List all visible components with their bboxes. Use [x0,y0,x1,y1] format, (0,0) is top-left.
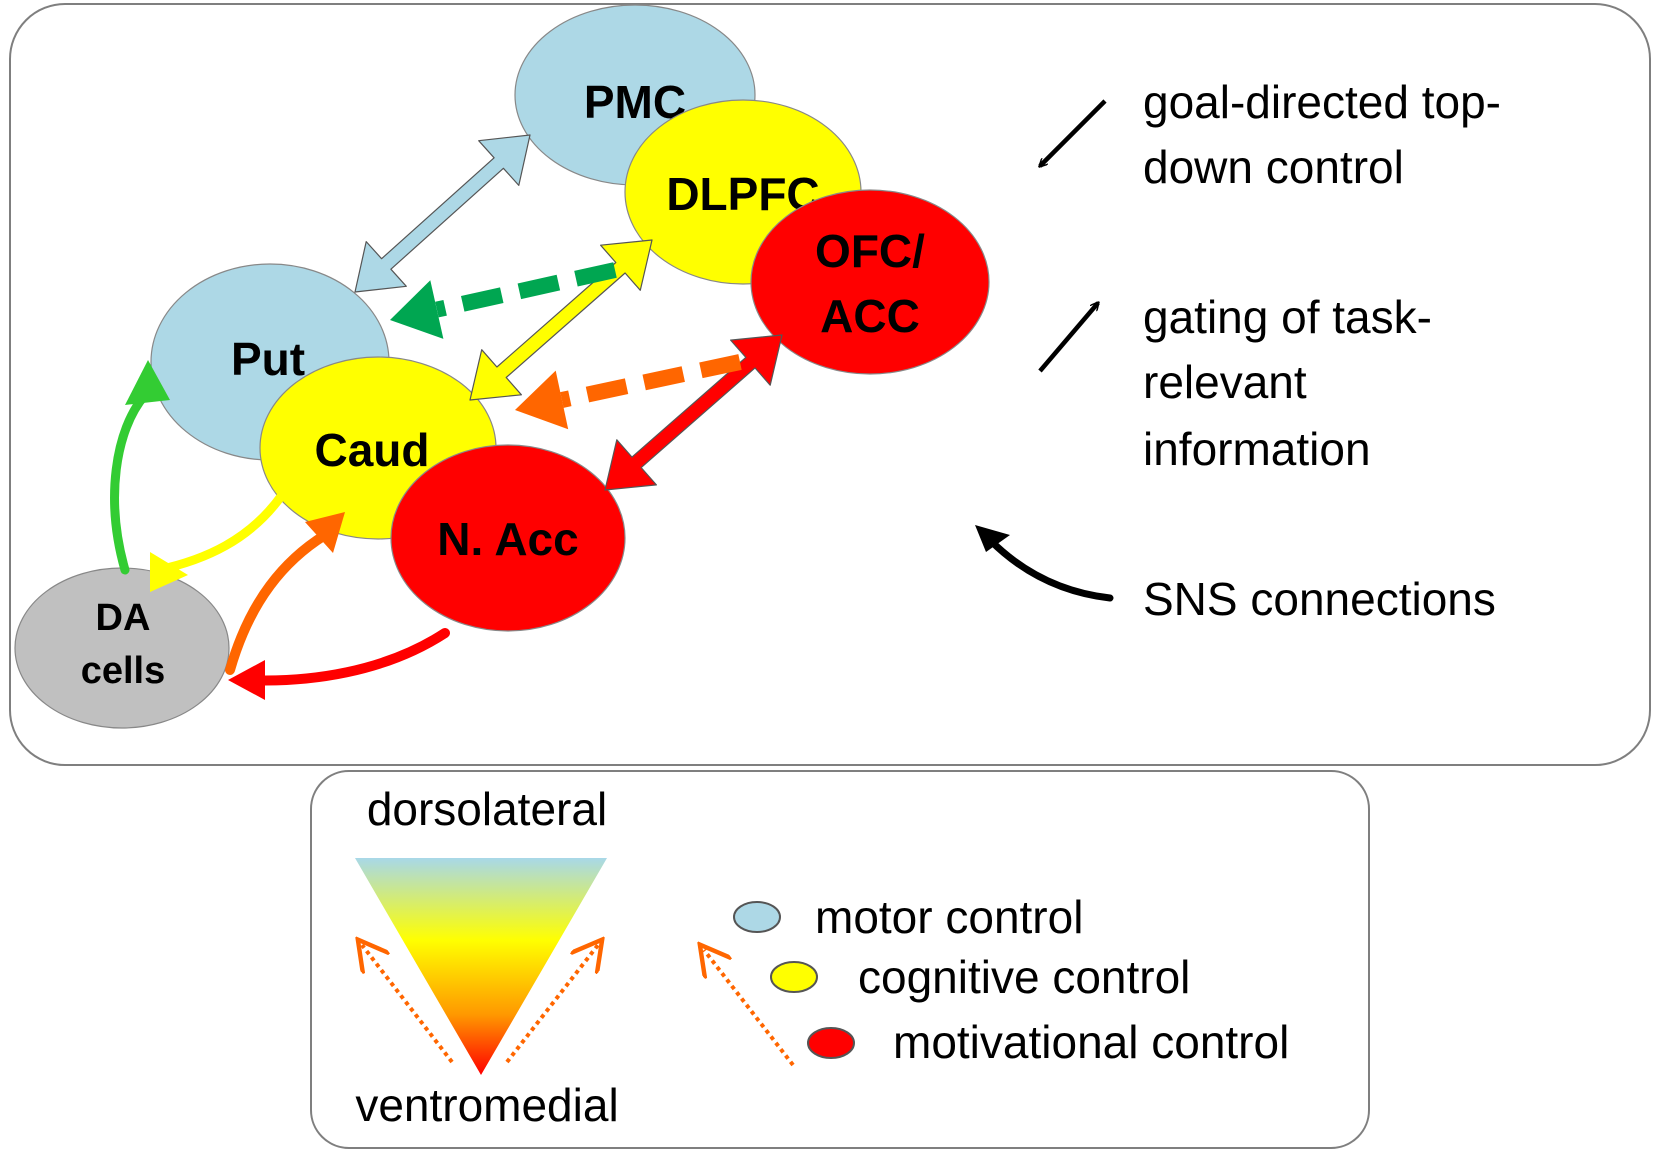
legend-swatch-cognitive [770,961,818,993]
node-caud-label: Caud [315,424,430,476]
arrow-da-caud-curved-head [305,512,345,553]
legend-orange-dotted-arrow-right [505,945,598,1064]
arrow-da-put-curved [110,390,150,575]
key-gating-line3: information [1143,423,1371,475]
arrow-ofc-caud-dashed-shaft [560,354,742,408]
arrow-caud-da-curved-head [150,552,188,592]
arrow-dlpfc-put-dashed-shaft [435,262,617,318]
legend-dorsolateral-label: dorsolateral [367,783,607,835]
legend-gradient-triangle [355,858,607,1075]
legend-ventromedial-label: ventromedial [355,1079,618,1131]
black-arrow-topdown [1040,99,1107,166]
node-nacc-label: N. Acc [437,513,578,565]
node-put-label: Put [231,333,305,385]
legend-label-motor: motor control [815,891,1083,943]
key-goal-directed-line1: goal-directed top- [1143,76,1501,128]
key-gating: gating of task- relevant information [1038,291,1432,475]
node-nacc: N. Acc [390,444,626,632]
arrow-nacc-da-curved-head [228,660,265,700]
node-ofc-acc: OFC/ ACC [750,189,990,375]
key-gating-line2: relevant [1143,356,1307,408]
black-curved-arrowhead [975,525,1010,552]
node-da-cells-line1: DA [96,597,151,639]
legend-orange-dotted-arrow-key [704,950,795,1067]
connection-arrows [110,134,783,700]
node-da-cells-line2: cells [81,650,166,692]
arrow-ofc-caud-dashed-head [515,370,569,430]
key-sns-label: SNS connections [1143,573,1496,625]
legend-swatch-motor [733,901,781,933]
node-ofc-acc-line2: ACC [820,290,920,342]
key-goal-directed-line2: down control [1143,141,1404,193]
arrow-da-put-curved-head [125,360,170,405]
legend-swatch-motivational [807,1027,855,1059]
legend-item-motivational: motivational control [807,1016,1289,1068]
arrow-nacc-da-curved [240,628,450,686]
legend-orange-dotted-arrow-left [362,945,454,1064]
node-ofc-acc-line1: OFC/ [815,225,925,277]
arrow-pmc-put [354,134,531,293]
node-pmc-label: PMC [584,76,686,128]
black-arrow-gating [1038,303,1098,373]
key-goal-directed: goal-directed top- down control [1040,76,1501,193]
arrow-da-caud-curved [225,530,330,675]
legend-item-motor: motor control [733,891,1083,943]
legend-label-cognitive: cognitive control [858,951,1190,1003]
arrow-caud-da-curved [153,490,287,575]
arrow-dlpfc-put-dashed-head [390,280,444,339]
key-sns: SNS connections [975,525,1496,625]
key-gating-line1: gating of task- [1143,291,1432,343]
arrow-ofc-nacc [604,334,783,491]
black-curved-arrow-sns [986,536,1114,602]
legend-item-cognitive: cognitive control [770,951,1190,1003]
legend-label-motivational: motivational control [893,1016,1289,1068]
node-da-cells: DA cells [14,567,230,729]
